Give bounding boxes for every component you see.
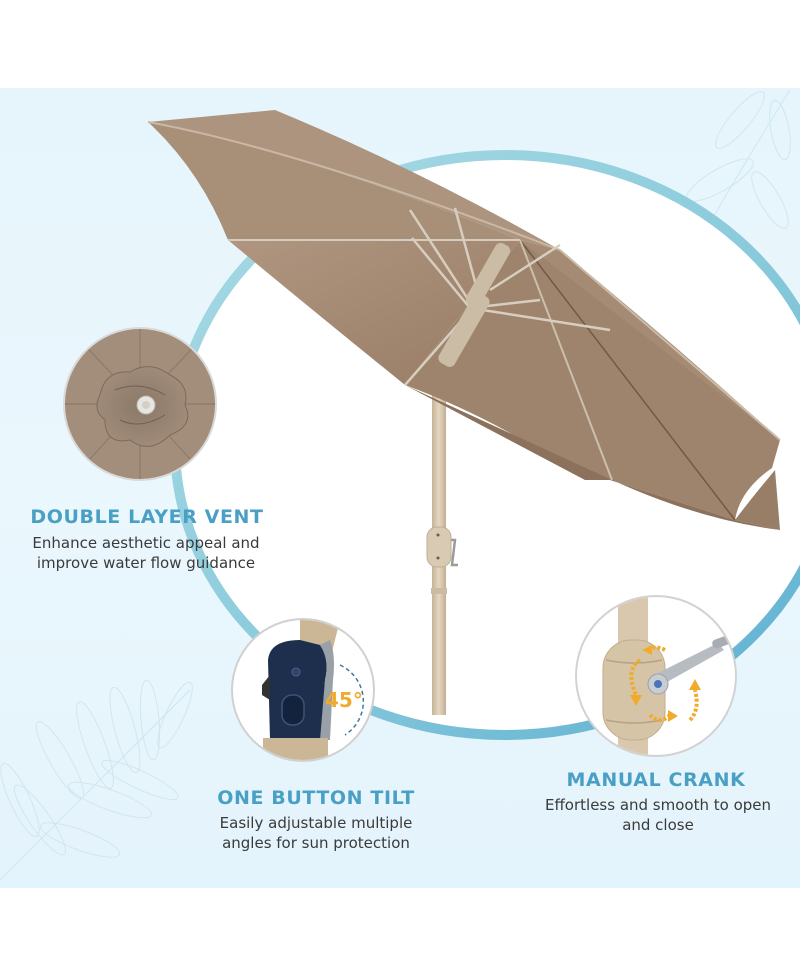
- tilt-closeup-image: 45°: [231, 618, 375, 762]
- feature-title-double-layer-vent: DOUBLE LAYER VENT: [30, 506, 264, 528]
- feature-title-one-button-tilt: ONE BUTTON TILT: [217, 787, 415, 809]
- tilt-angle-label: 45°: [325, 688, 363, 712]
- feature-desc-line: and close: [622, 816, 694, 834]
- feature-desc-line: angles for sun protection: [222, 834, 410, 852]
- feature-desc-line: Easily adjustable multiple: [219, 814, 413, 832]
- feature-desc-line: improve water flow guidance: [36, 554, 256, 572]
- umbrella-canopy: [147, 110, 781, 530]
- feature-desc-double-layer-vent: Enhance aesthetic appeal and improve wat…: [12, 533, 280, 573]
- feature-desc-line: Enhance aesthetic appeal and: [32, 534, 260, 552]
- crank-closeup-image: [575, 595, 737, 757]
- feature-desc-one-button-tilt: Easily adjustable multiple angles for su…: [196, 813, 436, 853]
- vent-closeup-image: [63, 327, 217, 481]
- feature-desc-manual-crank: Effortless and smooth to open and close: [530, 795, 786, 835]
- feature-title-manual-crank: MANUAL CRANK: [566, 769, 746, 791]
- feature-desc-line: Effortless and smooth to open: [544, 796, 772, 814]
